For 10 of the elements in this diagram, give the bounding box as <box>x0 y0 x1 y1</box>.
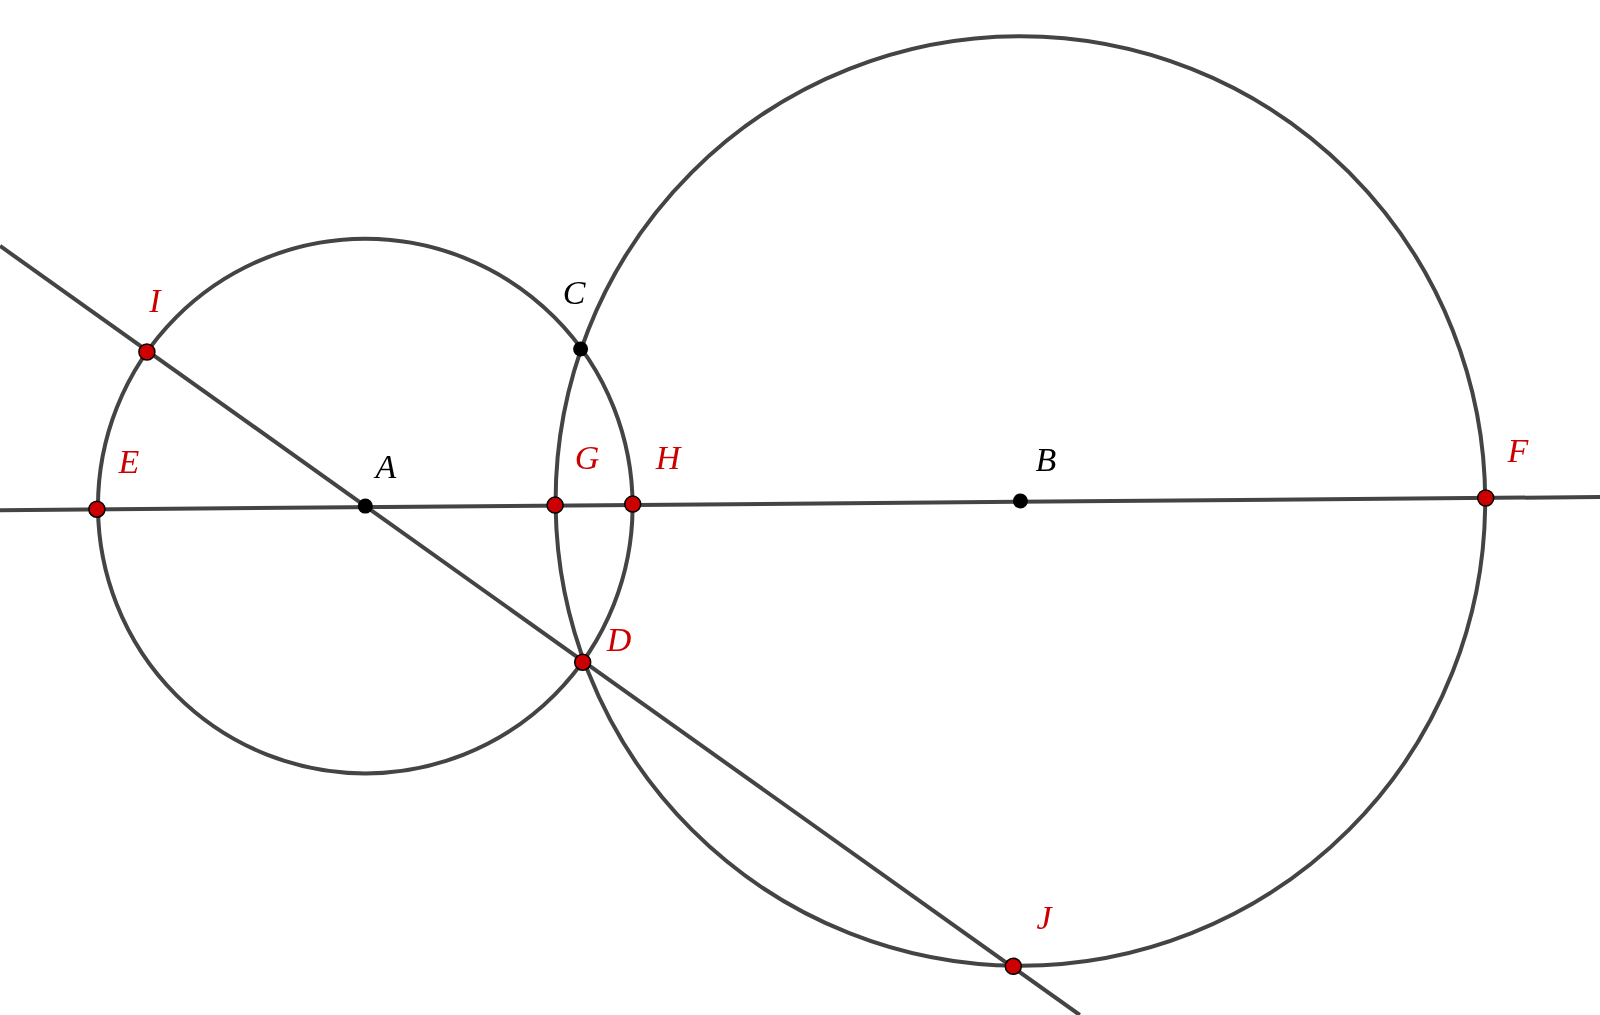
point-label: J <box>1036 901 1052 935</box>
point-label: I <box>149 284 161 318</box>
point-label: G <box>574 441 600 475</box>
point-label: A <box>375 450 397 484</box>
point-label: H <box>655 441 681 475</box>
point-label: B <box>1035 443 1057 477</box>
point-label: F <box>1507 434 1529 468</box>
point-label: C <box>562 276 586 310</box>
point-label: E <box>118 445 140 479</box>
point-label: D <box>606 623 632 657</box>
